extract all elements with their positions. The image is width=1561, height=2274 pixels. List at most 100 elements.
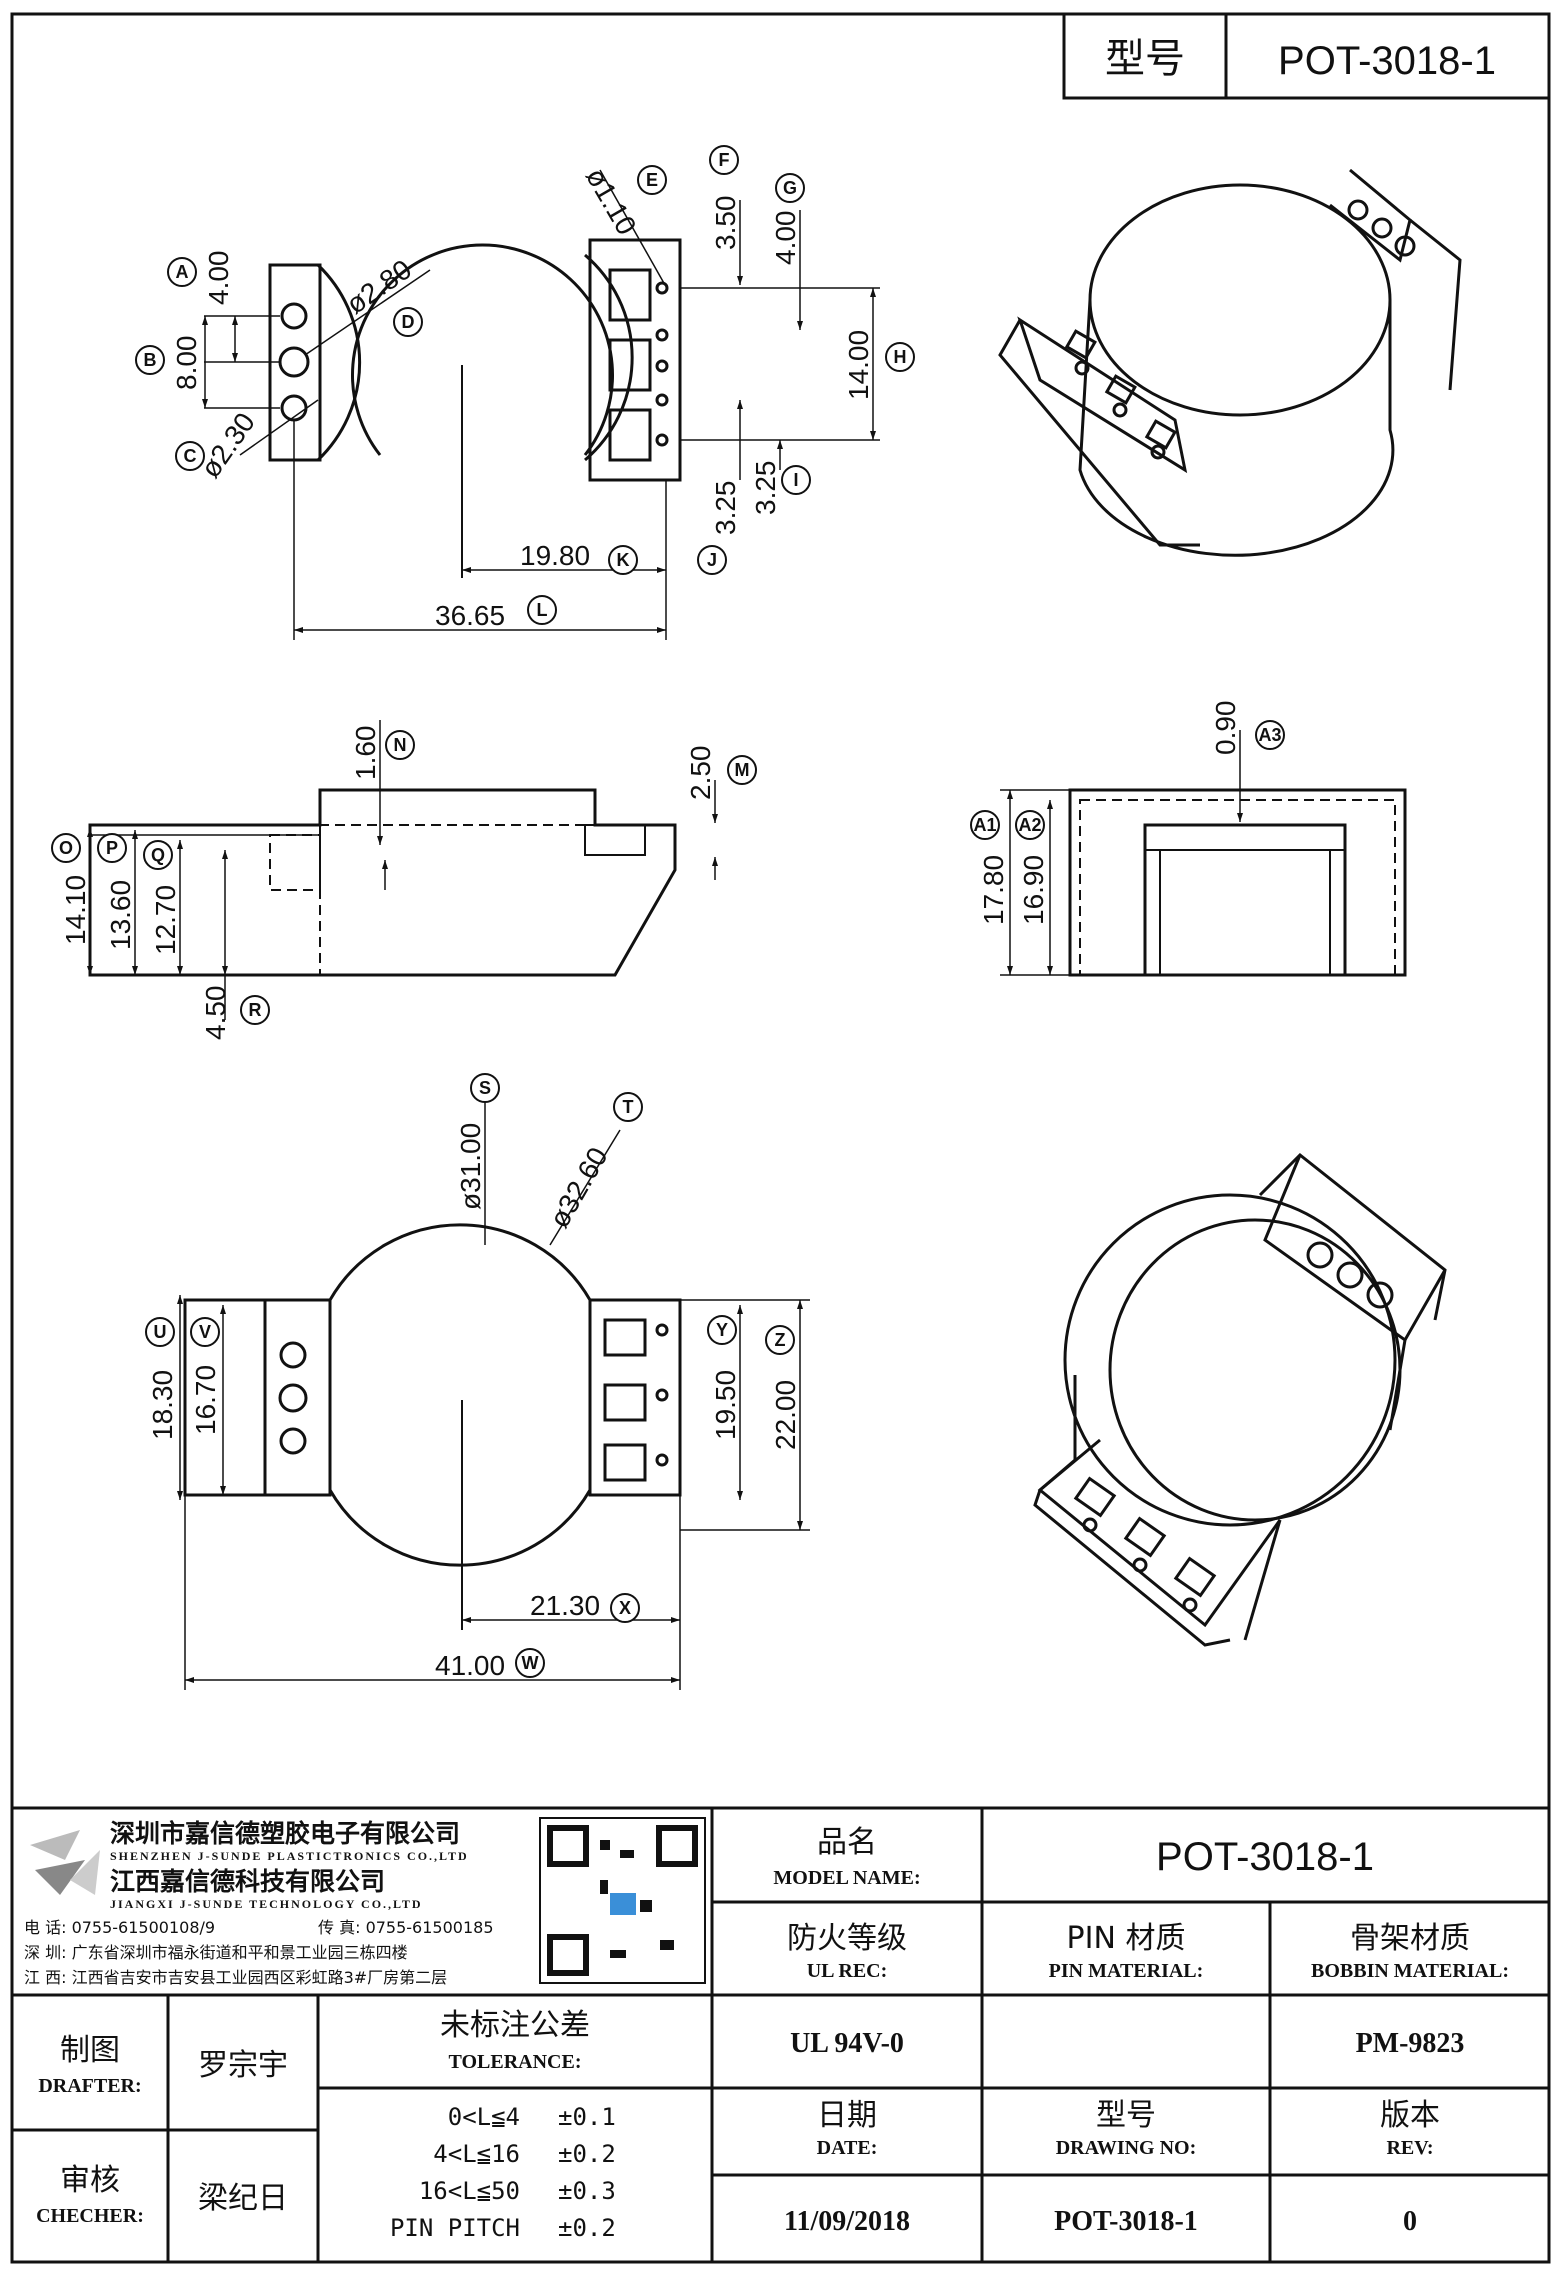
svg-text:A1: A1 — [973, 815, 996, 835]
tag-C: C — [175, 441, 205, 471]
tag-G: G — [775, 173, 805, 203]
svg-text:J: J — [707, 550, 717, 570]
svg-text:A3: A3 — [1258, 725, 1281, 745]
dim-Z: 22.00 — [770, 1380, 801, 1450]
drafter-en: DRAFTER: — [38, 2075, 141, 2097]
dim-S: ø31.00 — [455, 1123, 486, 1210]
bobbin-en: BOBBIN MATERIAL: — [1311, 1960, 1509, 1982]
dim-M: 2.50 — [685, 746, 716, 801]
company-name-sz-en: SHENZHEN J-SUNDE PLASTICTRONICS CO.,LTD — [110, 1849, 469, 1863]
bottom-view-dims: ø31.00 ø32.60 18.30 16.70 19.50 22.00 21… — [145, 1073, 801, 1681]
svg-text:B: B — [144, 350, 157, 370]
dim-Y: 19.50 — [710, 1370, 741, 1440]
dim-R: 4.50 — [200, 986, 231, 1041]
dim-I: 3.25 — [750, 461, 781, 516]
tag-E: E — [637, 165, 667, 195]
tolerance-value: ±0.2 — [558, 2214, 616, 2242]
end-view — [1000, 730, 1407, 977]
svg-text:X: X — [619, 1598, 631, 1618]
iso-view-bottom — [1033, 1152, 1447, 1647]
tolerance-range: 0<L≦4 — [448, 2103, 520, 2131]
checker-value: 梁纪日 — [198, 2181, 288, 2216]
model-name-en: MODEL NAME: — [773, 1867, 920, 1889]
tag-W: W — [515, 1648, 545, 1678]
tag-V: V — [190, 1317, 220, 1347]
tag-K: K — [608, 545, 638, 575]
ul-en: UL REC: — [807, 1960, 888, 1982]
tag-D: D — [393, 307, 423, 337]
dim-Q: 12.70 — [150, 885, 181, 955]
tag-N: N — [385, 730, 415, 760]
company-logo — [30, 1830, 100, 1895]
tag-P: P — [97, 833, 127, 863]
bottom-view — [177, 1100, 810, 1690]
tag-L: L — [527, 595, 557, 625]
ul-value: UL 94V-0 — [790, 2028, 904, 2059]
tolerance-range: 4<L≦16 — [433, 2140, 520, 2168]
dim-B: 8.00 — [171, 336, 202, 391]
top-view — [202, 169, 880, 640]
pin-en: PIN MATERIAL: — [1049, 1960, 1204, 1982]
bobbin-value: PM-9823 — [1356, 2028, 1465, 2059]
svg-text:R: R — [249, 1000, 262, 1020]
svg-text:D: D — [402, 312, 415, 332]
company-name-jx: 江西嘉信德科技有限公司 — [110, 1867, 385, 1896]
checker-en: CHECHER: — [36, 2205, 144, 2227]
tolerance-en: TOLERANCE: — [449, 2051, 582, 2073]
rev-en: REV: — [1386, 2137, 1433, 2159]
side-view — [87, 720, 718, 1020]
model-name-cn: 品名 — [817, 1825, 877, 1860]
dim-A: 4.00 — [203, 251, 234, 306]
tag-Z: Z — [765, 1325, 795, 1355]
svg-text:M: M — [735, 760, 750, 780]
tag-O: O — [51, 833, 81, 863]
side-view-dims: 1.60 2.50 14.10 13.60 12.70 4.50 N M O P… — [51, 726, 757, 1041]
svg-text:N: N — [394, 735, 407, 755]
title-block: 深圳市嘉信德塑胶电子有限公司 SHENZHEN J-SUNDE PLASTICT… — [10, 1806, 1551, 2264]
svg-text:L: L — [537, 600, 548, 620]
dim-A2: 16.90 — [1018, 855, 1049, 925]
company-name-jx-en: JIANGXI J-SUNDE TECHNOLOGY CO.,LTD — [110, 1897, 423, 1911]
svg-text:F: F — [719, 150, 730, 170]
svg-text:G: G — [783, 178, 797, 198]
svg-text:Z: Z — [775, 1330, 786, 1350]
drawing-cn: 型号 — [1096, 2098, 1156, 2133]
svg-text:S: S — [479, 1078, 491, 1098]
svg-text:T: T — [623, 1097, 634, 1117]
tolerance-range: 16<L≦50 — [419, 2177, 520, 2205]
drawing-en: DRAWING NO: — [1056, 2137, 1197, 2159]
company-name-sz: 深圳市嘉信德塑胶电子有限公司 — [110, 1819, 460, 1848]
svg-text:A2: A2 — [1018, 815, 1041, 835]
tag-S: S — [470, 1073, 500, 1103]
dim-V: 16.70 — [190, 1365, 221, 1435]
svg-text:W: W — [522, 1653, 539, 1673]
tag-A: A — [167, 257, 197, 287]
tag-Y: Y — [707, 1315, 737, 1345]
svg-text:V: V — [199, 1322, 211, 1342]
date-cn: 日期 — [817, 2098, 877, 2133]
checker-cn: 审核 — [60, 2163, 120, 2198]
dim-L: 36.65 — [435, 600, 505, 631]
tag-U: U — [145, 1317, 175, 1347]
header-box: 型号 POT-3018-1 — [1062, 12, 1551, 100]
svg-text:Q: Q — [151, 845, 165, 865]
drafter-value: 罗宗宇 — [198, 2048, 288, 2083]
tag-Q: Q — [143, 840, 173, 870]
drafter-cn: 制图 — [60, 2033, 120, 2068]
svg-text:A: A — [176, 262, 189, 282]
dim-P: 13.60 — [105, 880, 136, 950]
dim-C: ø2.30 — [195, 407, 261, 483]
dim-X: 21.30 — [530, 1590, 600, 1621]
tag-T: T — [613, 1092, 643, 1122]
drawing-value: POT-3018-1 — [1054, 2206, 1198, 2237]
tag-H: H — [885, 342, 915, 372]
svg-text:E: E — [646, 170, 658, 190]
tag-R: R — [240, 995, 270, 1025]
company-fax: 传 真: 0755-61500185 — [318, 1918, 494, 1937]
dim-H: 14.00 — [843, 330, 874, 400]
top-view-dims: 4.00 8.00 ø2.30 ø2.80 ø1.10 3.50 4.00 14… — [135, 145, 915, 631]
model-name-value: POT-3018-1 — [1156, 1835, 1374, 1879]
tag-A2: A2 — [1015, 810, 1045, 840]
svg-text:Y: Y — [716, 1320, 728, 1340]
